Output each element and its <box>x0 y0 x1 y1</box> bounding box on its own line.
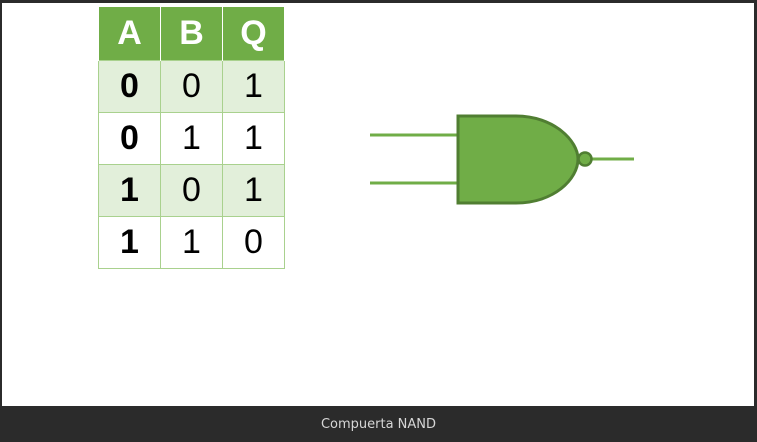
header-b: B <box>160 7 223 61</box>
gate-body <box>456 114 580 205</box>
cell-a: 0 <box>98 112 161 165</box>
nand-gate-icon <box>370 114 634 205</box>
cell-q: 1 <box>222 60 285 113</box>
caption-bar: Compuerta NAND <box>0 406 757 442</box>
cell-b: 1 <box>160 216 223 269</box>
table-row: 1 0 1 <box>98 164 285 217</box>
cell-b: 0 <box>160 60 223 113</box>
caption-text: Compuerta NAND <box>320 416 437 432</box>
header-q: Q <box>222 7 285 61</box>
inversion-bubble <box>577 151 593 167</box>
cell-a: 1 <box>98 216 161 269</box>
cell-b: 0 <box>160 164 223 217</box>
table-row: 0 1 1 <box>98 112 285 165</box>
table-row: 0 0 1 <box>98 60 285 113</box>
cell-a: 1 <box>98 164 161 217</box>
table-header-row: A B Q <box>98 7 285 61</box>
truth-table: A B Q 0 0 1 0 1 1 1 0 1 1 1 <box>98 7 285 269</box>
table-row: 1 1 0 <box>98 216 285 269</box>
cell-q: 1 <box>222 112 285 165</box>
cell-q: 0 <box>222 216 285 269</box>
cell-q: 1 <box>222 164 285 217</box>
cell-a: 0 <box>98 60 161 113</box>
slide-canvas: A B Q 0 0 1 0 1 1 1 0 1 1 1 <box>2 3 754 406</box>
cell-b: 1 <box>160 112 223 165</box>
header-a: A <box>98 7 161 61</box>
